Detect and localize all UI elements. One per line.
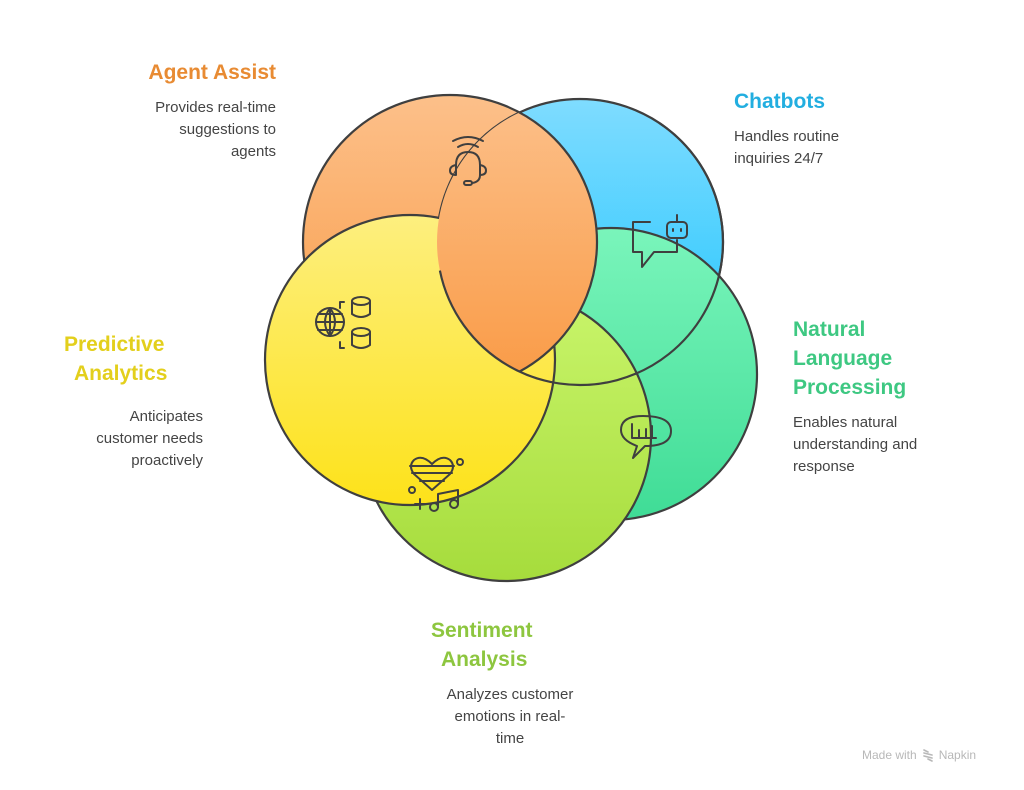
nlp-label: Natural Language Processing Enables natu… [793,315,1013,478]
desc-line: response [793,458,855,475]
sentiment-description: Analyzes customer emotions in real- time [400,684,620,750]
nlp-description: Enables natural understanding and respon… [793,412,1013,478]
desc-line: emotions in real- [454,708,566,725]
desc-line: customer needs [96,430,203,447]
desc-line: inquiries 24/7 [734,150,824,167]
title-line: Language [793,347,893,370]
desc-line: Analyzes customer [446,686,574,703]
agent-assist-description: Provides real-time suggestions to agents [76,97,276,163]
chatbots-label: Chatbots Handles routine inquiries 24/7 [734,87,934,170]
chatbots-description: Handles routine inquiries 24/7 [734,126,934,170]
title-line: Predictive [64,333,165,356]
napkin-credit[interactable]: Made with Napkin [862,748,976,762]
heart-music-icon [408,456,464,512]
desc-line: understanding and [793,436,918,453]
title-line: Natural [793,318,866,341]
title-line: Sentiment [431,619,533,642]
title-line: Processing [793,376,907,399]
title-line: Analytics [74,362,168,385]
sentiment-title: Sentiment Analysis [400,616,620,674]
sentiment-label: Sentiment Analysis Analyzes customer emo… [400,616,620,750]
chatbots-title: Chatbots [734,90,825,113]
desc-line: proactively [131,452,203,469]
globe-database-icon [315,296,371,349]
predictive-label: Predictive Analytics Anticipates custome… [3,330,203,472]
desc-line: Enables natural [793,414,898,431]
chatbots-outline [435,97,725,387]
desc-line: Anticipates [129,408,203,425]
title-line: Analysis [441,648,528,671]
predictive-description: Anticipates customer needs proactively [3,406,203,472]
predictive-title: Predictive Analytics [3,330,203,388]
chat-chart-icon [620,415,672,459]
desc-line: time [495,730,525,747]
agent-assist-label: Agent Assist Provides real-time suggesti… [76,58,276,163]
desc-line: Handles routine [734,128,840,145]
desc-line: agents [230,143,276,160]
agent-assist-overlap [437,99,599,385]
agent-assist-title: Agent Assist [148,61,276,84]
headset-icon [449,136,487,186]
desc-line: suggestions to [179,121,276,138]
credit-brand: Napkin [938,748,977,762]
credit-prefix: Made with [862,748,917,762]
nlp-title: Natural Language Processing [793,315,1013,402]
desc-line: Provides real-time [155,99,276,116]
napkin-logo-icon [922,749,933,762]
chatbot-icon [632,214,688,268]
